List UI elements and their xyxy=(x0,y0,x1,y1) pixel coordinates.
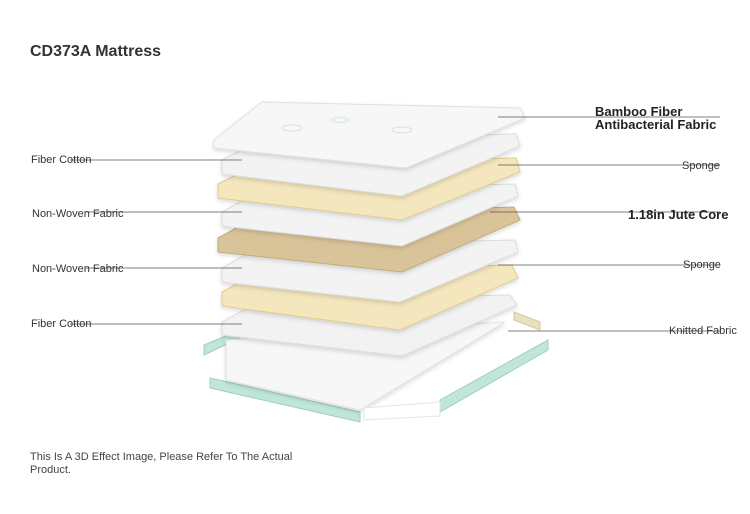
disclaimer-text: This Is A 3D Effect Image, Please Refer … xyxy=(30,451,293,476)
label-bamboo-line2: Antibacterial Fabric xyxy=(595,117,717,132)
page-title: CD373A Mattress xyxy=(30,43,162,60)
label-fiber-cotton-bottom: Fiber Cotton xyxy=(31,318,92,330)
label-jute-core: 1.18in Jute Core xyxy=(628,207,729,222)
label-knitted-fabric: Knitted Fabric xyxy=(669,325,737,337)
label-sponge-top: Sponge xyxy=(682,160,720,172)
layer-bamboo-fiber xyxy=(213,101,526,169)
label-non-woven-top: Non-Woven Fabric xyxy=(32,208,124,220)
label-sponge-bottom: Sponge xyxy=(683,259,721,271)
label-bamboo-line1: Bamboo Fiber xyxy=(595,104,683,119)
label-fiber-cotton-top: Fiber Cotton xyxy=(31,154,92,166)
label-non-woven-bottom: Non-Woven Fabric xyxy=(32,263,124,275)
leader-lines xyxy=(70,116,720,332)
